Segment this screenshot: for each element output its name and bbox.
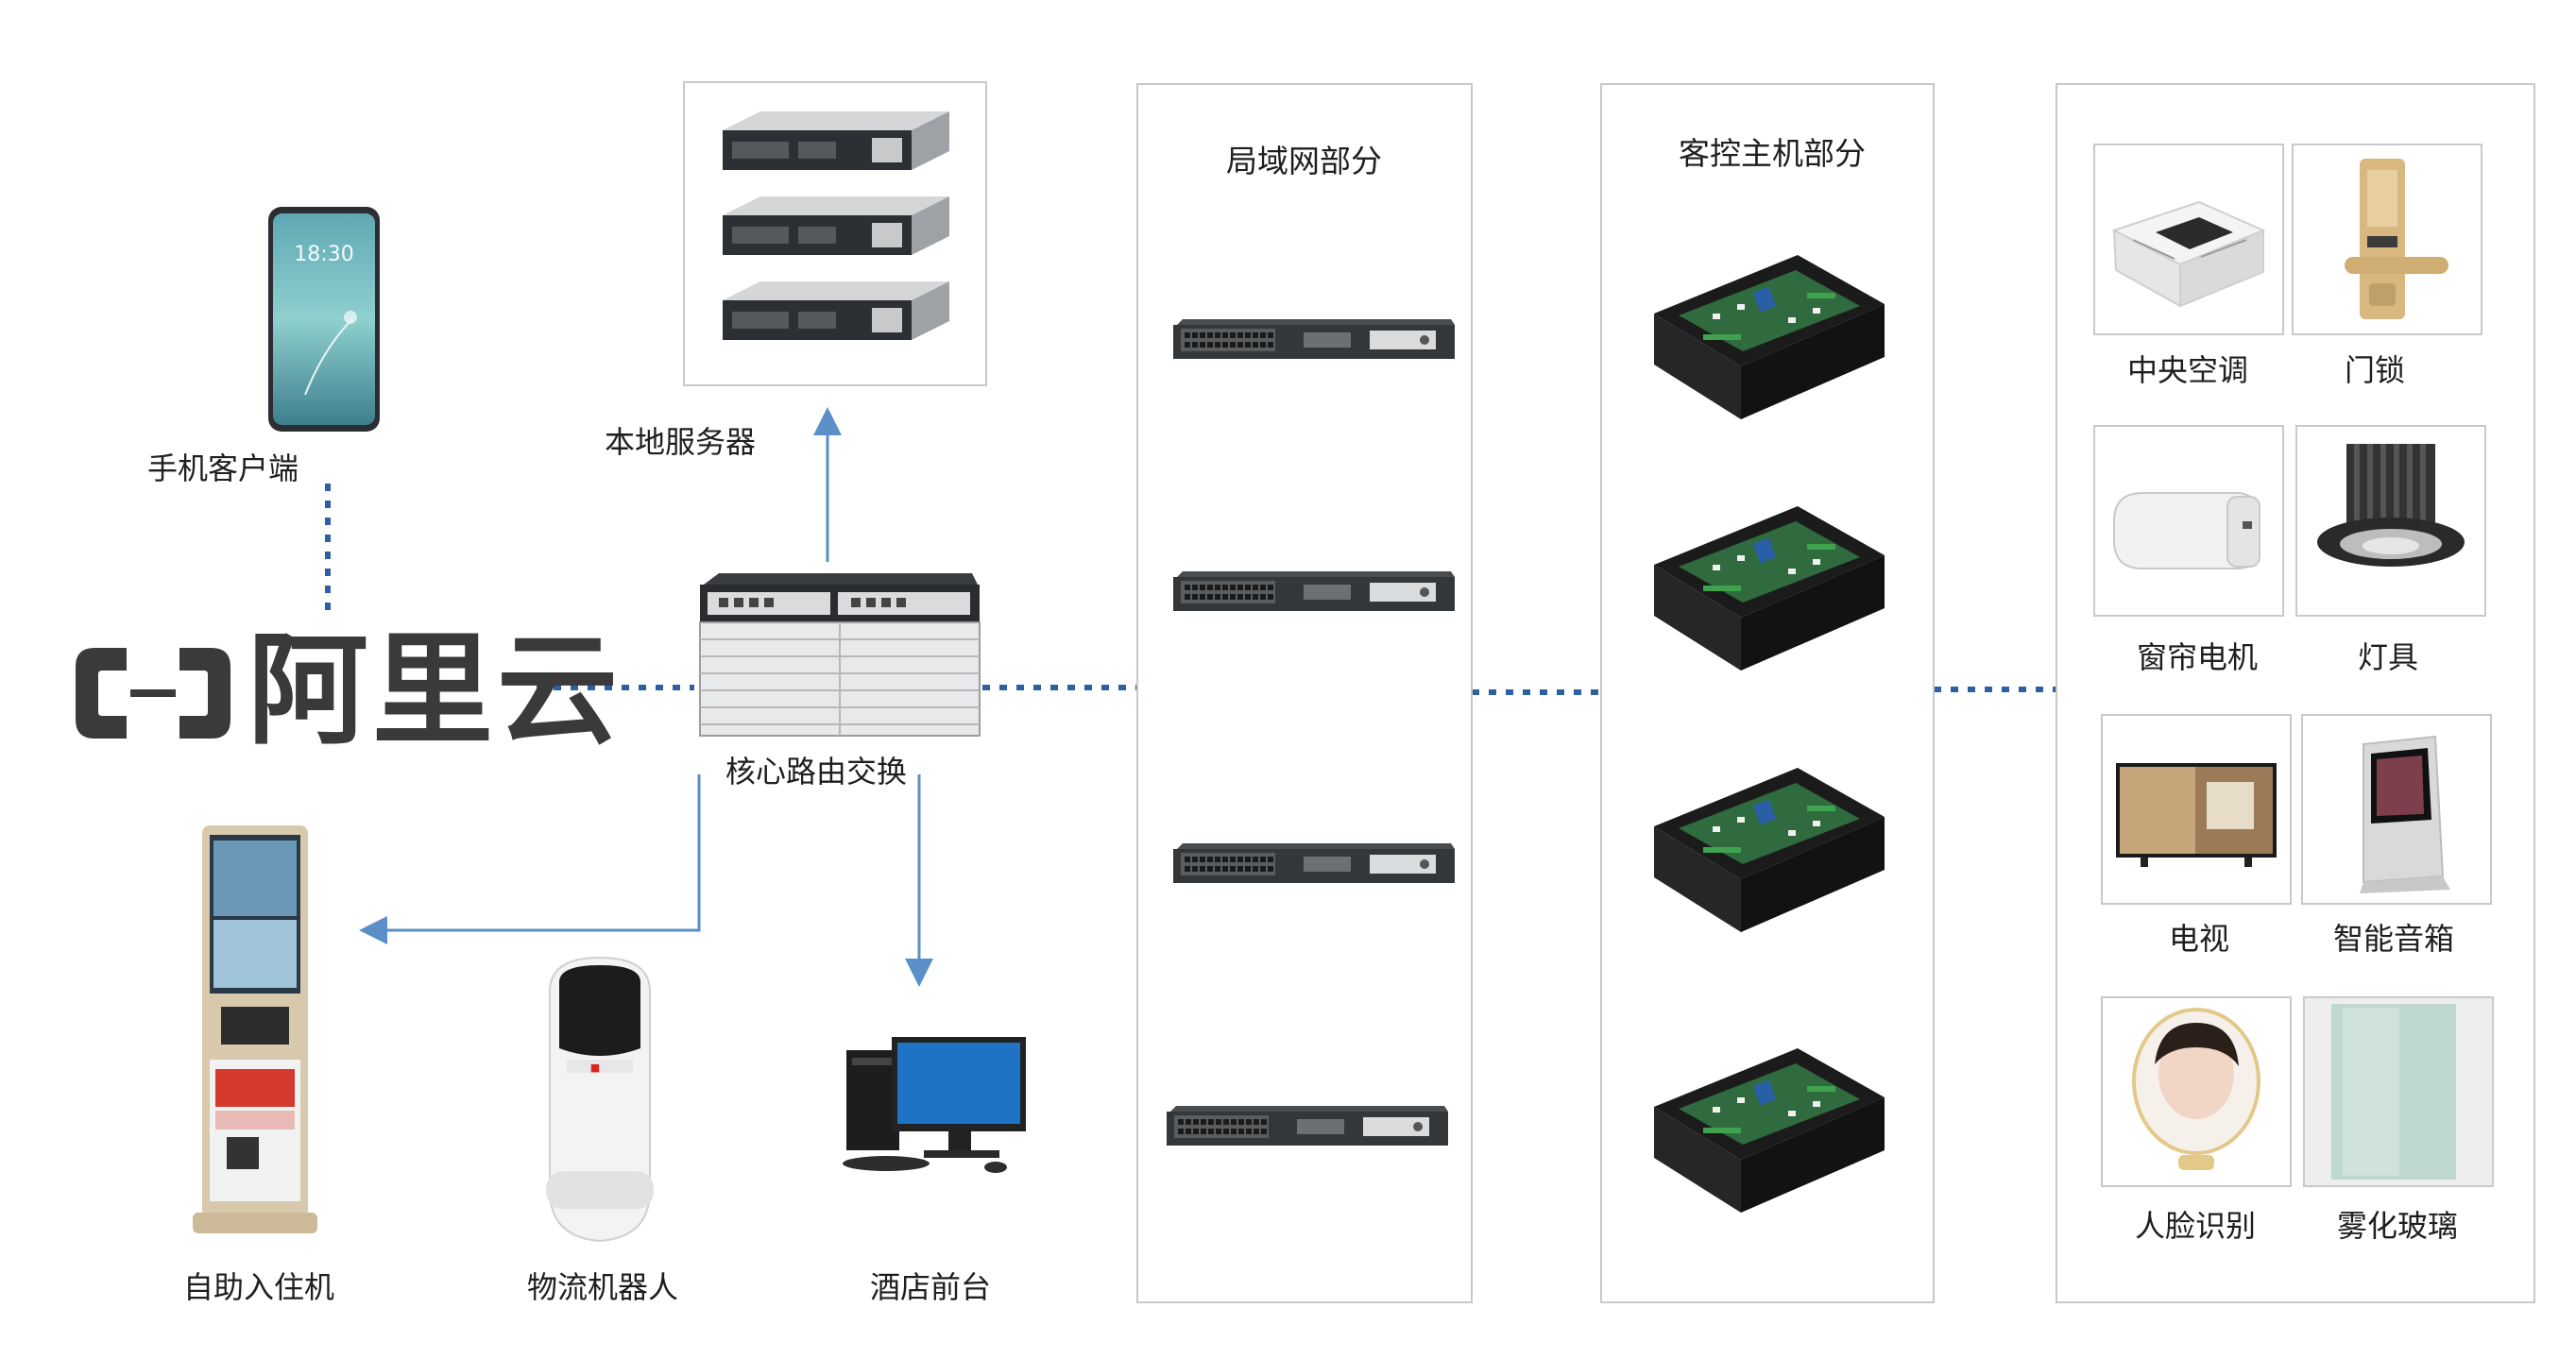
lan-switch-3 [1171,843,1455,889]
kiosk-label: 自助入住机 [183,1269,335,1305]
face-recognition-icon [2132,1008,2260,1170]
front-desk-label: 酒店前台 [870,1269,992,1305]
device-frame-lock [2292,144,2482,335]
robot-image: ■ [529,954,671,1247]
server-rack-2 [723,196,949,255]
core-switch-image [696,571,983,741]
cloud-label: 阿里云 [247,620,623,761]
device-frame-speaker [2301,714,2492,905]
curtain-motor-icon [2113,492,2260,569]
lock-icon [2345,159,2448,319]
device-label-lamp: 灯具 [2358,639,2419,675]
device-frame-face [2101,996,2292,1187]
device-frame-glass [2303,996,2494,1187]
phone-image: 18:30 [267,206,381,433]
server-label: 本地服务器 [605,424,757,460]
lan-switch-2 [1171,571,1455,617]
host-controller-3 [1646,760,1892,940]
device-frame-ac [2093,144,2284,335]
server-frame [683,81,987,386]
front-desk-image [839,1029,1037,1181]
device-frame-curtain [2093,425,2284,617]
device-label-glass: 雾化玻璃 [2337,1208,2459,1244]
device-label-curtain: 窗帘电机 [2137,639,2259,675]
arrow-core-kiosk [359,774,701,944]
device-frame-tv [2101,714,2292,905]
lan-panel [1136,83,1473,1303]
cloud-logo-icon [68,640,238,746]
kiosk-image [189,822,321,1237]
robot-label: 物流机器人 [527,1269,679,1305]
phone-label: 手机客户端 [147,450,299,486]
lan-switch-1 [1171,319,1455,365]
server-rack-1 [723,111,949,170]
host-panel-title: 客控主机部分 [1679,135,1866,172]
host-controller-2 [1646,499,1892,678]
smart-speaker-icon [2360,735,2450,893]
tv-icon [2116,763,2277,867]
svg-text:■: ■ [590,1062,600,1074]
server-rack-3 [723,281,949,340]
phone-clock: 18:30 [294,243,353,266]
lamp-icon [2317,444,2465,567]
host-controller-1 [1646,247,1892,427]
host-controller-4 [1646,1041,1892,1220]
core-switch-label: 核心路由交换 [725,754,908,790]
device-label-speaker: 智能音箱 [2333,921,2455,957]
device-frame-lamp [2295,425,2486,617]
lan-switch-4 [1165,1106,1448,1151]
device-label-tv: 电视 [2169,921,2230,957]
device-label-face: 人脸识别 [2135,1208,2257,1244]
smart-glass-icon [2305,998,2492,1185]
lan-panel-title: 局域网部分 [1226,143,1382,179]
device-label-ac: 中央空调 [2127,352,2249,388]
ac-icon [2111,200,2266,308]
device-label-lock: 门锁 [2345,352,2406,388]
